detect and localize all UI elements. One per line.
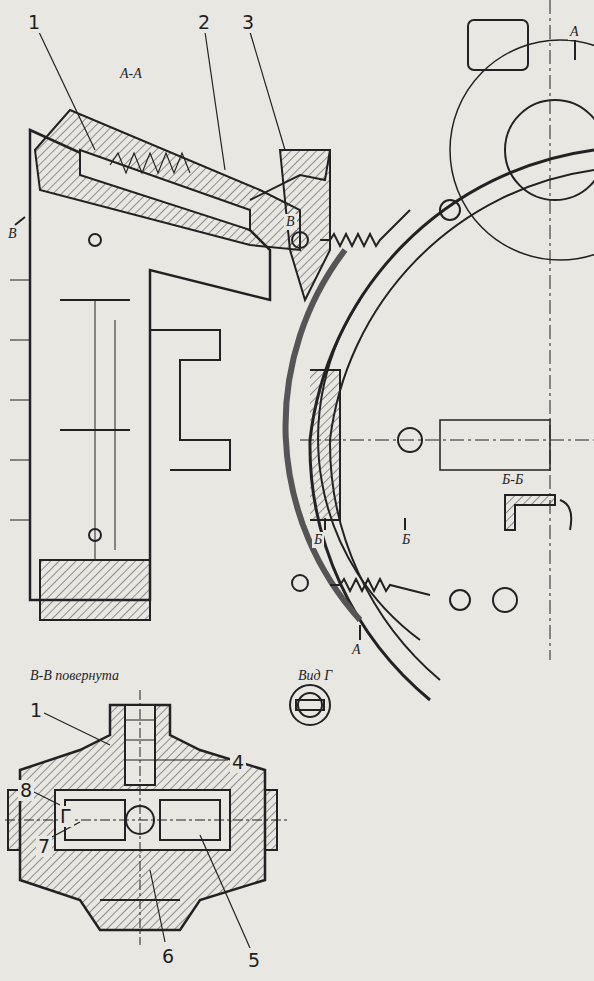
callout-number: 8 (18, 780, 34, 801)
section-label: В (284, 214, 297, 230)
callout-number: 3 (240, 12, 256, 33)
callout-number: 1 (26, 12, 42, 33)
callout-number: 7 (36, 836, 52, 857)
callout-number: 4 (230, 752, 246, 773)
callout-number: 1 (28, 700, 44, 721)
callout-number: 6 (160, 946, 176, 967)
section-label: А-А (118, 66, 144, 82)
callout-number: 2 (196, 12, 212, 33)
section-label: Б (312, 532, 324, 548)
section-label: А (350, 642, 363, 658)
section-label: А (568, 24, 581, 40)
section-label: В-В повернута (28, 668, 121, 684)
section-label: В (6, 226, 19, 242)
callout-number: Г (58, 806, 74, 827)
section-label: Б-Б (500, 472, 525, 488)
section-label: Б (400, 532, 412, 548)
view-label: Вид Г (296, 668, 334, 684)
callout-number: 5 (246, 950, 262, 971)
